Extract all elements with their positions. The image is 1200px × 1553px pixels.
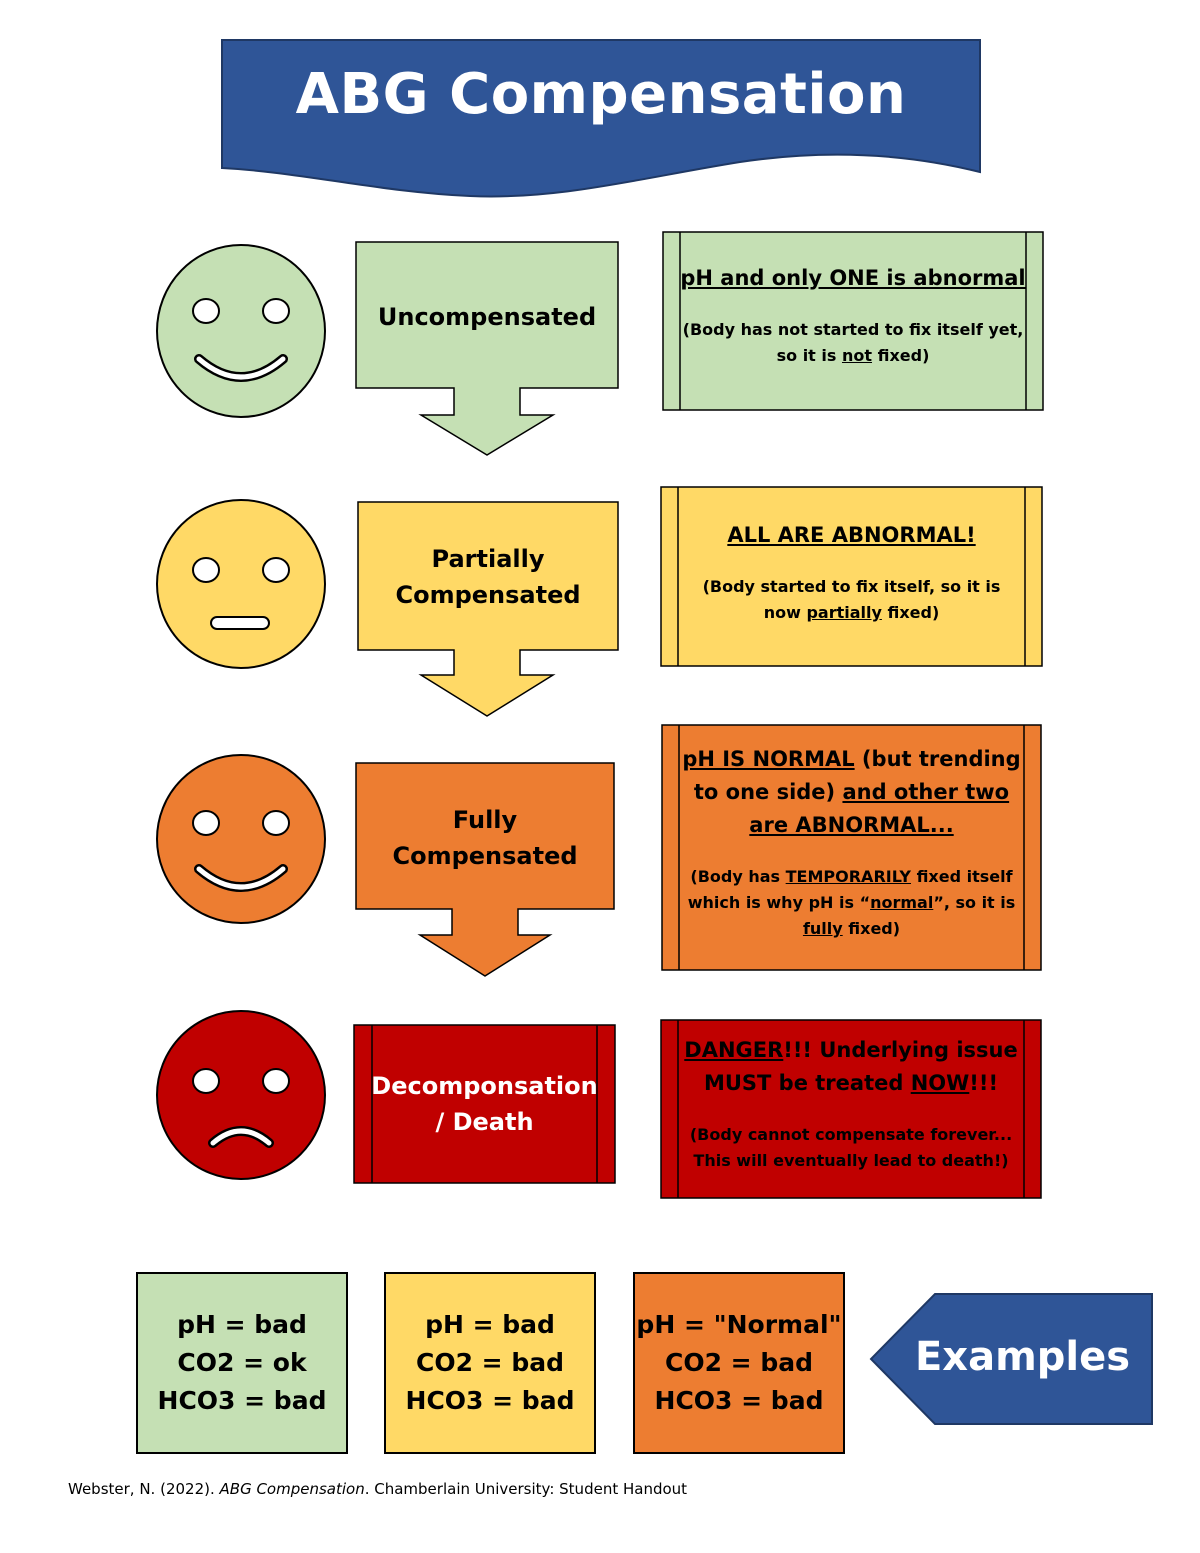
example-ph: pH = bad <box>425 1310 555 1339</box>
example-hco3: HCO3 = bad <box>157 1386 327 1415</box>
frown-face-icon <box>156 1010 326 1180</box>
smile-face-icon <box>156 244 326 418</box>
example-ph: pH = "Normal" <box>636 1310 842 1339</box>
examples-label: Examples <box>914 1334 1131 1380</box>
stage-label-full: Fully Compensated <box>392 806 578 870</box>
description-partial: ALL ARE ABNORMAL! (Body started to fix i… <box>702 523 1001 622</box>
description-decompensation: DANGER!!! Underlying issue MUST be treat… <box>684 1038 1018 1170</box>
example-co2: CO2 = bad <box>415 1348 564 1377</box>
example-box-partial: pH = bad CO2 = bad HCO3 = bad <box>384 1272 596 1454</box>
page-title: ABG Compensation <box>295 62 907 127</box>
stage-label-decompensation: Decomponsation / Death <box>371 1072 598 1136</box>
example-hco3: HCO3 = bad <box>405 1386 575 1415</box>
example-box-full: pH = "Normal" CO2 = bad HCO3 = bad <box>633 1272 845 1454</box>
description-full: pH IS NORMAL (but trending to one side) … <box>682 747 1021 938</box>
description-uncompensated: pH and only ONE is abnormal (Body has no… <box>680 266 1026 365</box>
example-co2: CO2 = bad <box>664 1348 813 1377</box>
stage-label-partial: Partially Compensated <box>395 545 581 609</box>
example-box-uncompensated: pH = bad CO2 = ok HCO3 = bad <box>136 1272 348 1454</box>
example-hco3: HCO3 = bad <box>654 1386 824 1415</box>
stage-label-uncompensated: Uncompensated <box>377 303 597 331</box>
example-ph: pH = bad <box>177 1310 307 1339</box>
neutral-face-icon <box>156 499 326 669</box>
example-co2: CO2 = ok <box>177 1348 307 1377</box>
title-banner <box>221 39 981 198</box>
citation: Webster, N. (2022). ABG Compensation. Ch… <box>68 1480 688 1498</box>
smile-face-icon <box>156 754 326 924</box>
